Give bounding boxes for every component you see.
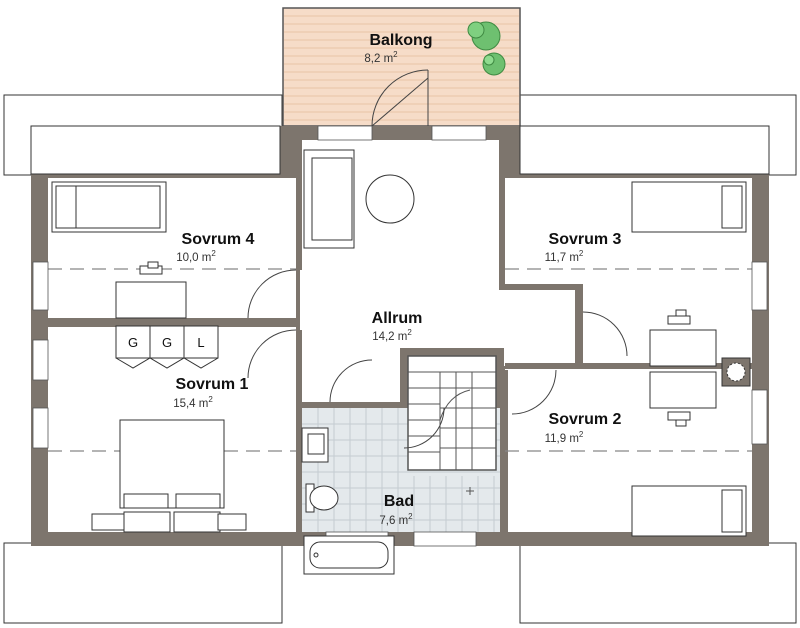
top-left-roof-patch (30, 125, 281, 175)
room-labels: Balkong 8,2 m2 Sovrum 4 10,0 m2 Sovrum 3… (128, 32, 622, 527)
wall-sovrum3-step (499, 284, 583, 290)
top-right-roof-patch (519, 125, 770, 175)
room-name-bad: Bad (384, 493, 414, 510)
closet-label-2: G (162, 335, 172, 350)
balcony-door[interactable] (371, 69, 429, 127)
room-name-balkong: Balkong (369, 32, 432, 49)
room-name-sovrum-2: Sovrum 2 (549, 411, 622, 428)
door-bath[interactable] (403, 407, 445, 449)
room-area-bad: 7,6 m2 (379, 512, 413, 527)
sovrum-4-desk (115, 261, 187, 319)
room-area-allrum: 14,2 m2 (372, 328, 412, 343)
room-area-balkong: 8,2 m2 (364, 50, 398, 65)
roof-block-bottom-right (519, 542, 797, 624)
toilet (305, 483, 339, 513)
bathtub (303, 535, 395, 575)
room-area-sovrum-3: 11,7 m2 (545, 249, 584, 264)
wall-bath-right (500, 370, 508, 532)
room-area-sovrum-4: 10,0 m2 (176, 249, 216, 264)
door-allrum-bath[interactable] (329, 359, 373, 403)
room-name-sovrum-3: Sovrum 3 (549, 231, 622, 248)
room-name-sovrum-1: Sovrum 1 (176, 376, 249, 393)
door-sovrum2[interactable] (511, 369, 557, 415)
door-sovrum3[interactable] (582, 311, 628, 357)
wall-bath-top (296, 402, 406, 408)
sovrum-2-desks (649, 309, 717, 427)
closet-label-1: G (128, 335, 138, 350)
sovrum-1-bed (91, 419, 247, 533)
bad-tile-grid (302, 408, 500, 532)
sovrum-1-closets (115, 325, 219, 369)
closet-label-3: L (197, 335, 204, 350)
door-sovrum4[interactable] (247, 269, 297, 319)
shower-drain (466, 487, 474, 495)
furniture (51, 149, 751, 575)
roof-block-bottom-left (3, 542, 283, 624)
room-name-allrum: Allrum (372, 310, 423, 327)
ceiling-lamp-icon (365, 174, 415, 224)
sink (301, 427, 329, 463)
door-sovrum1[interactable] (247, 329, 297, 379)
allrum-floor-extension (500, 290, 580, 366)
sovrum-3-bed (631, 181, 747, 233)
wall-sovrum4-sovrum1 (48, 318, 296, 326)
room-area-sovrum-2: 11,9 m2 (545, 430, 584, 445)
sovrum-4-bed (51, 181, 167, 233)
staircase (407, 355, 497, 471)
wall-sovrum2-top (505, 363, 752, 369)
balcony (282, 7, 521, 127)
room-area-sovrum-1: 15,4 m2 (173, 395, 213, 410)
allrum-sofa (303, 149, 355, 249)
tree-icon (467, 21, 506, 76)
wall-sovrum2-step (575, 286, 583, 366)
chimney-icon (721, 357, 751, 387)
wall-sovrum4-allrum (296, 140, 302, 270)
wall-sovrum1-allrum (296, 330, 302, 402)
doors[interactable] (247, 269, 628, 449)
room-name-sovrum-4: Sovrum 4 (182, 231, 255, 248)
sovrum-2-bed (631, 485, 747, 537)
wall-allrum-sovrum3 (499, 140, 505, 290)
house (30, 125, 770, 547)
